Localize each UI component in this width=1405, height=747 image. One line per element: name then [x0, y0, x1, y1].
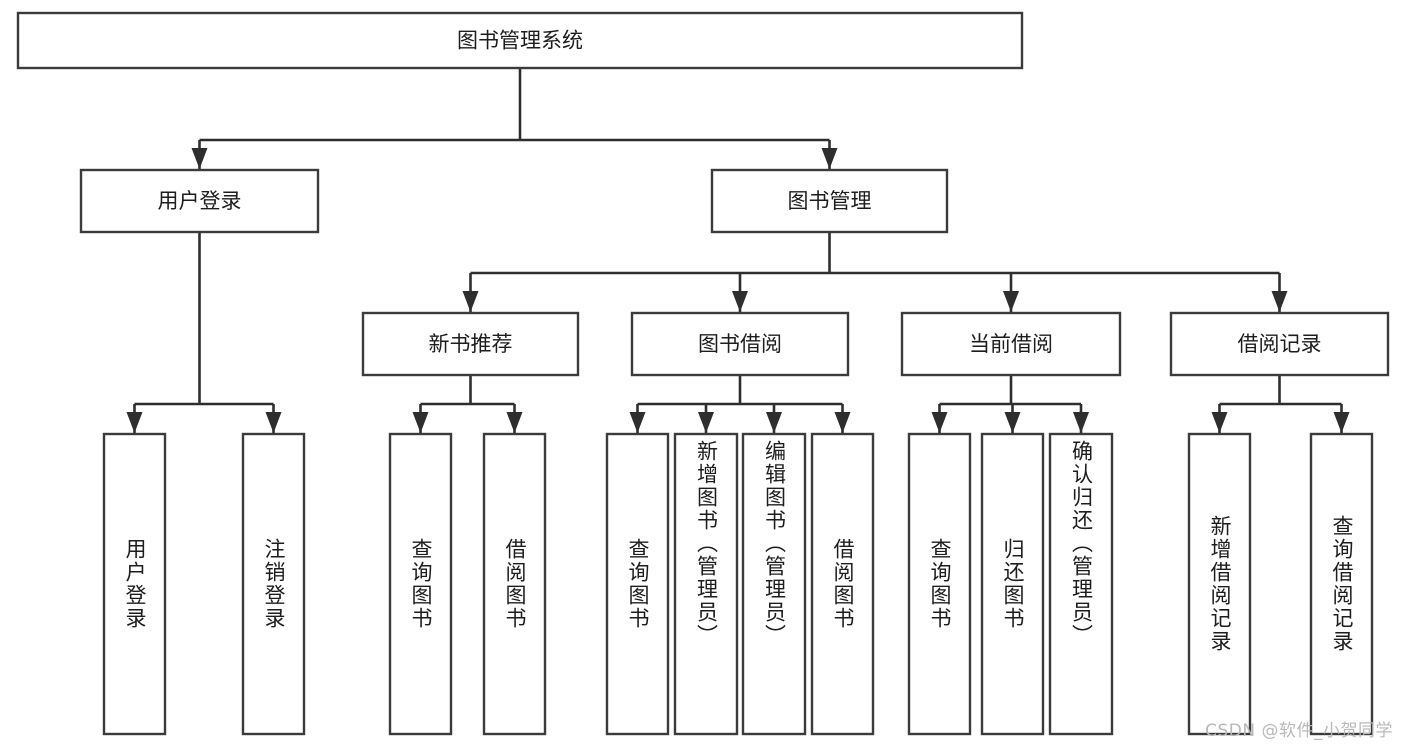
arrow-leaf-add-borrow-record	[1211, 412, 1228, 433]
node-box-root[interactable]	[16, 11, 1024, 70]
arrow-leaf-query-book-bor	[629, 412, 646, 433]
node-label-current-borrow: 当前借阅	[969, 332, 1053, 356]
connectors-layer	[126, 68, 1350, 433]
arrow-leaf-confirm-return-admin	[1073, 412, 1089, 433]
arrow-leaf-edit-book-admin	[766, 412, 782, 433]
node-box-leaf-query-book-rec[interactable]	[388, 432, 453, 736]
node-box-leaf-query-book-cur[interactable]	[907, 432, 972, 736]
arrow-level3-3	[1271, 291, 1288, 312]
node-label-root: 图书管理系统	[457, 29, 583, 53]
node-box-leaf-add-book-admin[interactable]	[673, 432, 739, 736]
node-box-leaf-edit-book-admin[interactable]	[741, 432, 807, 736]
node-box-new-book-recommend[interactable]	[361, 311, 580, 377]
arrow-leaf-query-book-rec	[412, 412, 429, 433]
node-label-user-login: 用户登录	[158, 189, 242, 213]
arrow-leaf-borrow-book-bor	[834, 412, 851, 433]
node-box-book-manage[interactable]	[710, 168, 949, 234]
arrow-leaf-query-borrow-record	[1333, 412, 1350, 433]
node-box-leaf-return-book[interactable]	[980, 432, 1045, 736]
node-box-leaf-user-login[interactable]	[102, 432, 167, 736]
arrow-leaf-add-book-admin	[698, 412, 714, 433]
arrow-leaf-return-book	[1004, 412, 1021, 433]
boxes-layer	[16, 11, 1390, 736]
node-box-leaf-borrow-book-rec[interactable]	[482, 432, 547, 736]
node-box-user-login[interactable]	[79, 168, 320, 234]
node-label-borrow-record: 借阅记录	[1238, 332, 1322, 356]
node-box-leaf-borrow-book-bor[interactable]	[810, 432, 875, 736]
arrow-leaf-user-login	[126, 412, 143, 433]
node-label-book-borrow: 图书借阅	[698, 332, 782, 356]
arrow-level3-1	[732, 291, 748, 312]
node-label-new-book-recommend: 新书推荐	[429, 332, 513, 356]
arrow-leaf-logout-login	[265, 412, 282, 433]
node-box-leaf-confirm-return-admin[interactable]	[1048, 432, 1114, 736]
node-box-leaf-query-borrow-record[interactable]	[1309, 432, 1374, 736]
node-box-book-borrow[interactable]	[630, 311, 850, 377]
arrow-level2-0	[191, 148, 208, 169]
node-box-current-borrow[interactable]	[900, 311, 1122, 377]
arrow-level3-0	[462, 291, 479, 312]
arrow-level3-2	[1003, 291, 1019, 312]
arrow-leaf-borrow-book-rec	[506, 412, 523, 433]
arrow-level2-1	[821, 148, 838, 169]
node-label-book-manage: 图书管理	[788, 189, 872, 213]
node-box-borrow-record[interactable]	[1169, 311, 1390, 377]
node-box-leaf-query-book-bor[interactable]	[605, 432, 670, 736]
arrow-leaf-query-book-cur	[931, 412, 948, 433]
watermark-text: CSDN @软件_小贺同学	[1205, 721, 1393, 741]
node-box-leaf-logout-login[interactable]	[241, 432, 306, 736]
node-box-leaf-add-borrow-record[interactable]	[1187, 432, 1252, 736]
